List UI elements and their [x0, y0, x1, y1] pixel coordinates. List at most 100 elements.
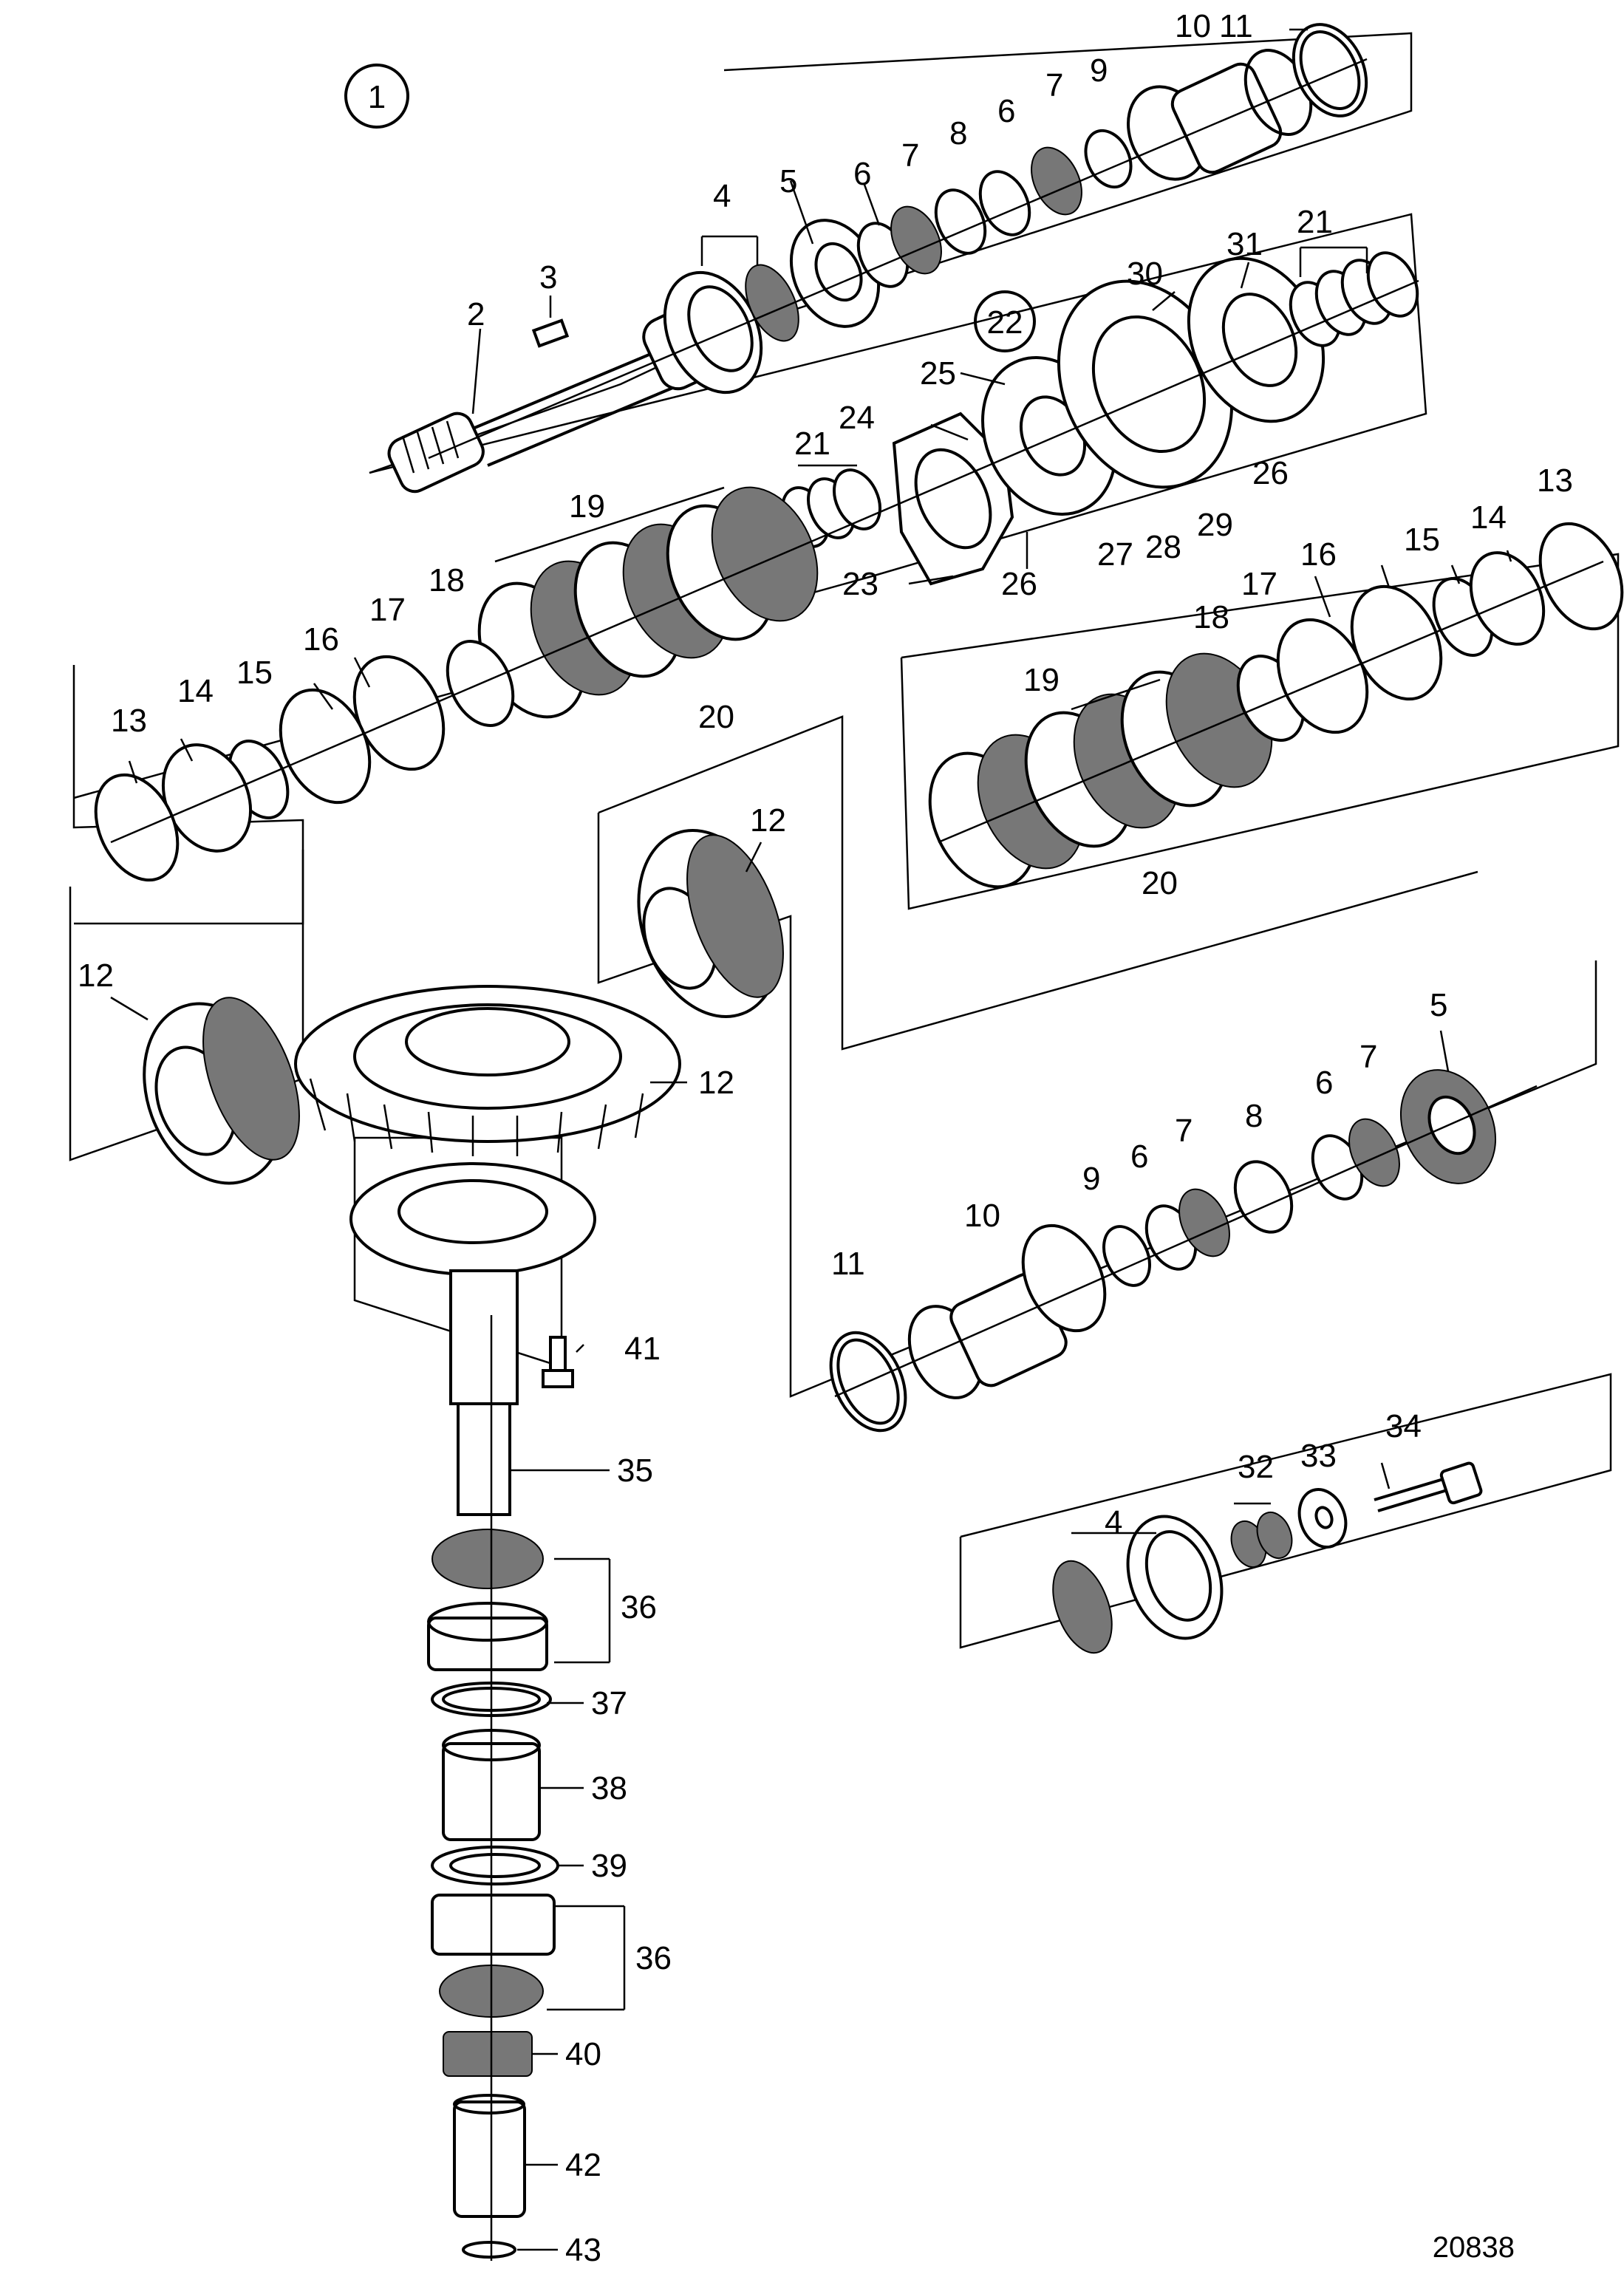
label-26-right: 26 — [1252, 455, 1289, 491]
label-7-bottom-left: 7 — [1175, 1113, 1193, 1149]
label-38: 38 — [591, 1770, 627, 1806]
callout-main: 1 — [344, 64, 409, 129]
label-20-right: 20 — [1142, 865, 1178, 901]
label-18-right: 18 — [1193, 599, 1229, 635]
label-33: 33 — [1300, 1438, 1337, 1474]
label-14-left: 14 — [177, 673, 214, 709]
label-19-right: 19 — [1023, 662, 1060, 698]
label-32: 32 — [1238, 1449, 1274, 1485]
bevel-gear-12-left — [143, 997, 300, 1185]
label-9-bottom: 9 — [1082, 1161, 1100, 1197]
label-10-bottom: 10 — [964, 1198, 1000, 1234]
label-7-bottom-right: 7 — [1359, 1039, 1377, 1075]
label-36-bottom: 36 — [635, 1940, 672, 1976]
sleeve-42 — [453, 2094, 526, 2218]
washer-5-bottom — [1399, 1069, 1497, 1184]
lower-axis-line — [834, 1085, 1538, 1398]
label-42: 42 — [565, 2147, 601, 2183]
label-5-top: 5 — [779, 163, 797, 199]
shim-39 — [431, 1846, 559, 1885]
hub-10-top — [1127, 49, 1313, 181]
label-6-bottom-right: 6 — [1315, 1065, 1333, 1101]
label-23: 23 — [842, 566, 878, 602]
label-17-right: 17 — [1241, 566, 1277, 602]
label-11-bottom: 11 — [831, 1246, 865, 1282]
label-19-left: 19 — [569, 488, 605, 525]
label-5-bottom: 5 — [1430, 987, 1447, 1023]
label-8-top: 8 — [949, 115, 967, 151]
ring-11-top — [1292, 23, 1368, 117]
bolt-34 — [1374, 1461, 1483, 1512]
label-9-top: 9 — [1090, 52, 1108, 89]
bevel-gear-12-center — [294, 985, 681, 1156]
label-21-left: 21 — [794, 426, 830, 462]
leader-lines — [110, 28, 1512, 2251]
label-12-left: 12 — [78, 958, 114, 994]
label-6-top-right: 6 — [997, 93, 1015, 129]
nut-40 — [443, 2031, 533, 2077]
label-6-bottom-left: 6 — [1130, 1139, 1148, 1175]
label-14-right: 14 — [1470, 499, 1507, 536]
label-7-top-right: 7 — [1045, 67, 1063, 103]
label-25: 25 — [920, 355, 956, 392]
label-13-left: 13 — [111, 703, 147, 739]
key-3 — [531, 318, 570, 348]
bearing-4-bottom — [1052, 1515, 1224, 1654]
clutch-pack-right — [928, 652, 1273, 889]
label-4-top: 4 — [713, 178, 731, 214]
ring-43 — [462, 2241, 516, 2259]
washer-33 — [1297, 1488, 1348, 1549]
label-21-right: 21 — [1297, 204, 1333, 240]
label-4-bottom: 4 — [1105, 1504, 1122, 1540]
seals-32 — [1230, 1512, 1293, 1568]
label-17-left: 17 — [369, 592, 406, 628]
label-18-left: 18 — [429, 562, 465, 598]
label-43: 43 — [565, 2232, 601, 2268]
label-30: 30 — [1127, 256, 1163, 292]
label-7-top-left: 7 — [901, 137, 919, 174]
clutch-hub-24 — [892, 412, 1014, 586]
label-12-center: 12 — [698, 1065, 734, 1101]
right-clutch-axis-line — [938, 560, 1604, 844]
bearing-36-top — [427, 1529, 548, 1671]
label-26-left: 26 — [1001, 566, 1037, 602]
bevel-gear-12-upper — [637, 829, 784, 1018]
part-labels: 10 11 9 7 6 8 7 6 5 4 3 2 30 31 21 25 24… — [78, 8, 1573, 2268]
callout-sub-number: 22 — [987, 304, 1023, 341]
label-13-right: 13 — [1537, 463, 1573, 499]
label-28: 28 — [1145, 529, 1181, 565]
label-16-right: 16 — [1300, 536, 1337, 573]
label-34: 34 — [1385, 1408, 1422, 1444]
bolt-41 — [542, 1336, 574, 1388]
label-29: 29 — [1197, 507, 1233, 543]
label-15-right: 15 — [1404, 522, 1440, 558]
label-8-bottom: 8 — [1245, 1098, 1263, 1134]
label-40: 40 — [565, 2036, 601, 2072]
bearing-36-bottom — [431, 1894, 556, 2018]
label-31: 31 — [1226, 226, 1263, 262]
callout-sub: 22 — [974, 290, 1036, 352]
shims-21-right — [1289, 251, 1419, 347]
clutch-pack-left — [477, 486, 819, 719]
label-15-left: 15 — [236, 655, 273, 691]
label-3: 3 — [539, 259, 557, 296]
label-2: 2 — [467, 296, 485, 332]
rings-right-clutch — [1236, 522, 1624, 742]
label-16-left: 16 — [303, 621, 339, 658]
label-10-top: 10 — [1175, 8, 1211, 44]
top-axis-line — [428, 58, 1368, 460]
label-6-top-left: 6 — [853, 156, 871, 192]
hub-10-bottom — [907, 1223, 1107, 1399]
label-36-top: 36 — [621, 1589, 657, 1625]
label-11-top: 11 — [1219, 8, 1253, 44]
figure-id: 20838 — [1433, 2231, 1515, 2264]
clutch-axis-line — [110, 279, 1419, 844]
flange-shaft-35 — [349, 1162, 596, 1516]
label-37: 37 — [591, 1685, 627, 1721]
needle-bearings-top — [856, 129, 1133, 288]
label-41: 41 — [624, 1331, 661, 1367]
label-20-left: 20 — [698, 699, 734, 735]
callout-main-number: 1 — [368, 79, 386, 115]
label-39: 39 — [591, 1848, 627, 1884]
